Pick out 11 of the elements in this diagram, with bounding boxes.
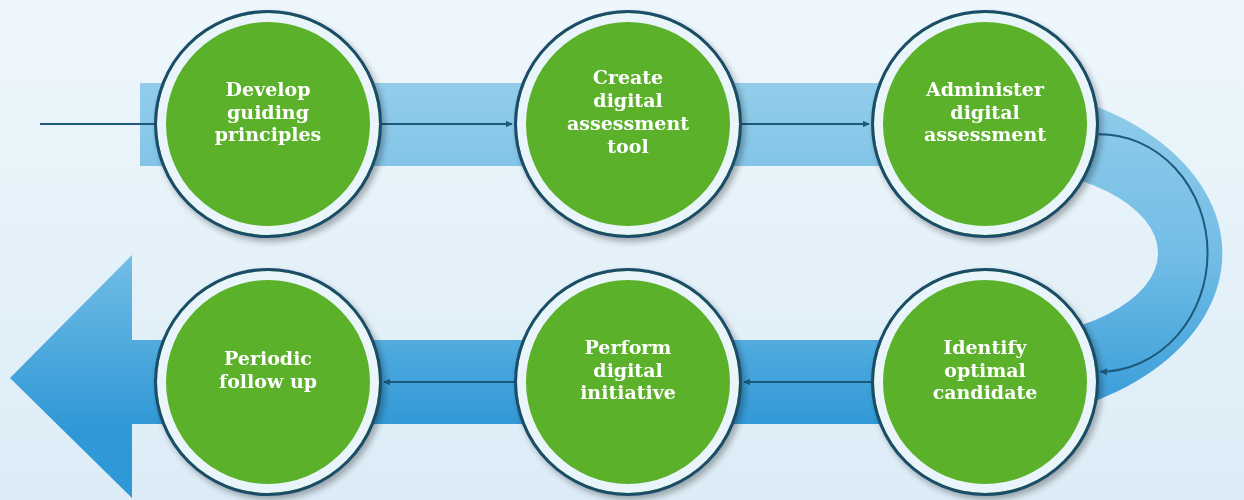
arrow	[383, 378, 515, 386]
step-label: Periodic follow up	[218, 347, 318, 393]
arrow	[743, 378, 872, 386]
arrow	[741, 120, 870, 128]
arrow	[381, 120, 513, 128]
step-label: Develop guiding principles	[213, 77, 323, 147]
step-label: Create digital assessment tool	[566, 66, 690, 158]
arrow	[1097, 133, 1209, 375]
step-label: Identify optimal candidate	[931, 335, 1039, 405]
step-label: Perform digital initiative	[579, 335, 677, 405]
step-label: Administer digital assessment	[923, 77, 1047, 147]
